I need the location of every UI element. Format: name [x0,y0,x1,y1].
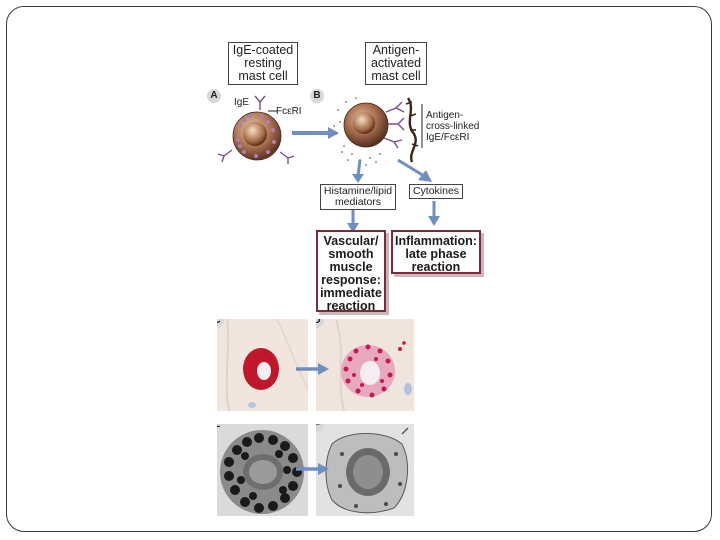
header-activated-mast-cell: Antigen- activated mast cell [365,42,427,85]
light-micrograph-icon [217,319,308,411]
light-micrograph-icon [316,319,414,411]
panel-letter-c: C [217,319,224,328]
histamine-line-1: Histamine/lipid [323,185,393,197]
inflammation-box: Inflammation: late phase reaction [391,230,481,274]
header-resting-line-1: IgE-coated [232,43,294,57]
header-activated-line-2: activated [370,56,422,70]
arrow-down-icon [347,210,359,233]
cytokines-label: Cytokines [412,185,460,197]
inflammation-line-1: Inflammation: [395,234,477,248]
vascular-line-1: Vascular/ [323,234,379,248]
arrow-down-icon [428,201,440,226]
inflammation-line-3: reaction [411,260,461,274]
ige-label: IgE [234,97,250,108]
vascular-line-4: response: [321,273,381,287]
panel-letter-a: A [207,89,221,103]
mast-cell-resting-icon [217,95,295,164]
histamine-line-2: mediators [334,196,382,208]
header-resting-line-2: resting [244,56,282,70]
light-micrograph-c: C [217,319,308,411]
vascular-response-box: Vascular/ smooth muscle response: immedi… [316,230,386,313]
panel-letter-e: E [217,424,224,432]
panel-letter-b: B [310,89,324,103]
fceri-pointer-line [268,110,277,112]
vascular-line-3: muscle [329,260,373,274]
vascular-line-6: reaction [326,299,376,313]
electron-micrograph-e: E [217,424,308,516]
header-resting-line-3: mast cell [238,69,288,83]
arrow-down-icon [352,160,364,183]
inflammation-line-2: late phase [405,247,467,261]
antigen-crosslinked-line-2: cross-linked [426,121,480,132]
panel-letter-d: D [316,319,324,328]
vascular-line-2: smooth [328,247,374,261]
arrow-right-icon [296,363,329,375]
header-activated-line-1: Antigen- [372,43,420,57]
antigen-crosslinked-line-1: Antigen- [426,110,464,121]
histamine-lipid-mediators-box: Histamine/lipid mediators [320,184,396,210]
arrow-right-icon [292,127,339,139]
antigen-crosslinked-label: Antigen- cross-linked IgE/FcεRI [426,110,479,143]
bracket-line [421,104,423,148]
antigen-crosslinked-line-3: IgE/FcεRI [426,132,470,143]
electron-micrograph-f: F [316,424,414,516]
light-micrograph-d: D [316,319,414,411]
fceri-label: FcεRI [276,106,302,117]
arrow-down-right-icon [397,158,432,182]
cytokines-box: Cytokines [409,184,463,199]
mast-cell-activated-icon [333,97,419,166]
electron-micrograph-icon [217,424,308,516]
panel-letter-f: F [316,424,324,432]
electron-micrograph-icon [316,424,414,516]
header-resting-mast-cell: IgE-coated resting mast cell [228,42,298,85]
header-activated-line-3: mast cell [371,69,421,83]
vascular-line-5: immediate [320,286,382,300]
arrow-right-icon [296,463,329,475]
